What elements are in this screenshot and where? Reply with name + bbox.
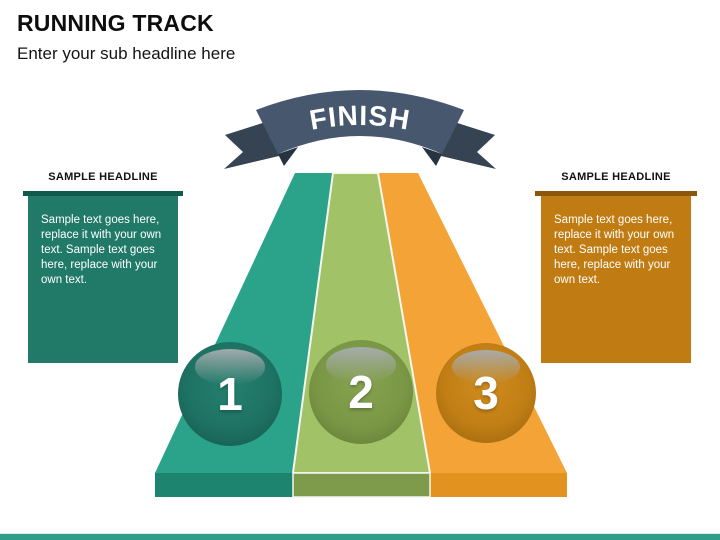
left-panel-headline: SAMPLE HEADLINE	[48, 171, 158, 183]
lane-2-edge	[292, 472, 431, 498]
track-step-2: 2	[309, 340, 413, 444]
ribbon-left-fold-icon	[278, 147, 298, 166]
right-panel-body: Sample text goes here, replace it with y…	[554, 214, 675, 286]
finish-label: FINISH	[307, 100, 411, 136]
step-number: 1	[217, 368, 243, 420]
track-step-1: 1	[178, 342, 282, 446]
ribbon-band-icon	[256, 90, 464, 154]
step-number: 3	[473, 367, 499, 419]
sphere-gloss-icon	[194, 349, 266, 385]
left-panel-box: Sample text goes here, replace it with y…	[28, 196, 178, 363]
left-panel-body: Sample text goes here, replace it with y…	[41, 214, 162, 286]
svg-text:FINISH: FINISH	[307, 100, 412, 136]
running-track	[155, 172, 567, 498]
page-title: RUNNING TRACK	[17, 10, 214, 36]
sphere-gloss-icon	[325, 347, 397, 383]
track-step-3: 3	[436, 343, 536, 443]
sphere-gloss-icon	[452, 350, 520, 384]
left-panel-lip	[23, 191, 183, 196]
finish-banner: FINISH	[224, 90, 496, 169]
right-panel-box: Sample text goes here, replace it with y…	[541, 196, 691, 363]
footer-accent-bar	[0, 533, 720, 540]
lane-1-edge	[155, 473, 293, 497]
right-panel-headline: SAMPLE HEADLINE	[561, 171, 671, 183]
ribbon-right-fold-icon	[422, 147, 442, 166]
page-subtitle: Enter your sub headline here	[17, 44, 236, 63]
lane-3-edge	[430, 473, 567, 497]
step-number: 2	[348, 366, 374, 418]
right-panel-lip	[535, 191, 697, 196]
